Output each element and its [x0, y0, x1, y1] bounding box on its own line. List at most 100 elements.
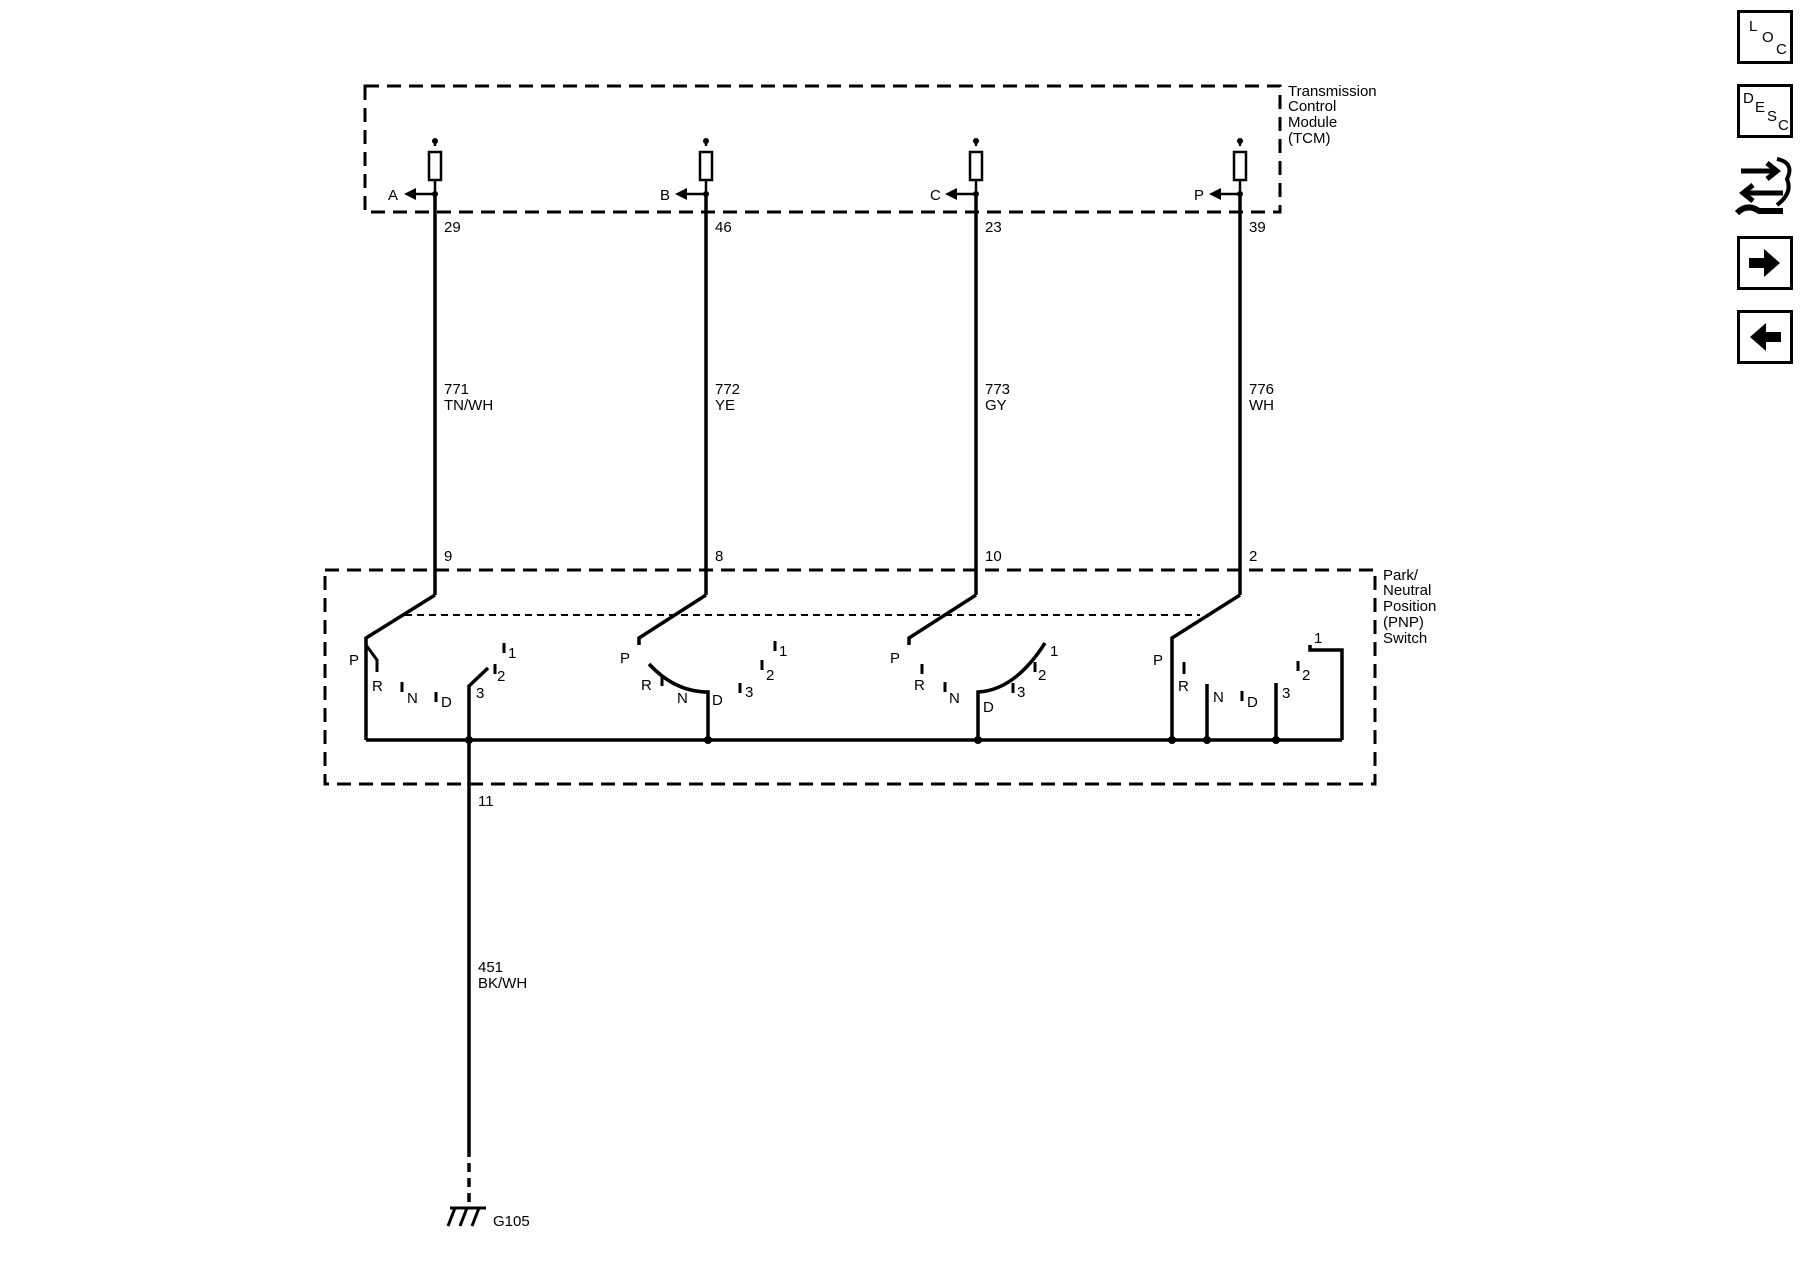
circuit-number: 771: [444, 381, 469, 398]
tcm-pin: 23: [985, 219, 1002, 236]
ground-circuit: 11 451 BK/WH G105: [446, 740, 530, 1230]
ground-wire-color: BK/WH: [478, 975, 527, 992]
switch-pos-label: P: [1153, 652, 1163, 669]
description-button[interactable]: D E S C: [1737, 84, 1793, 138]
tcm-input-label: A: [388, 187, 398, 204]
circuit-a: A 29 771 TN/WH 9: [388, 138, 493, 595]
pnp-label-4: (PNP): [1383, 614, 1424, 631]
circuit-b: B 46 772 YE 8: [660, 138, 740, 595]
pnp-pin: 8: [715, 548, 723, 565]
tcm-pin: 39: [1249, 219, 1266, 236]
switch-pos-label: 3: [745, 684, 753, 701]
pnp-pin: 2: [1249, 548, 1257, 565]
tcm-label-2: Control: [1288, 98, 1336, 115]
tcm-label-1: Transmission: [1288, 83, 1377, 100]
pnp-label-2: Neutral: [1383, 582, 1431, 599]
pnp-label-1: Park/: [1383, 567, 1419, 584]
input-arrow-icon: [675, 188, 687, 200]
switch-pos-label: D: [712, 692, 723, 709]
tcm-label-3: Module: [1288, 114, 1337, 131]
loc-letter-c: C: [1776, 41, 1787, 58]
switch-pos-label: R: [1178, 678, 1189, 695]
pnp-pin: 9: [444, 548, 452, 565]
next-page-button[interactable]: [1737, 236, 1793, 290]
switch-section-3: P R N D 3 2 1: [890, 593, 1058, 740]
switch-pos-label: N: [677, 690, 688, 707]
ground-id: G105: [493, 1213, 530, 1230]
junction-dot: [1168, 736, 1176, 744]
switch-section-4: P R N D 3 2 1: [1153, 593, 1344, 740]
pnp-label-3: Position: [1383, 598, 1436, 615]
circuit-number: 776: [1249, 381, 1274, 398]
switch-pos-label: N: [407, 690, 418, 707]
loc-letter-o: O: [1762, 29, 1774, 46]
ground-icon: [446, 1206, 486, 1227]
schematic-cycle-icon[interactable]: [1733, 153, 1797, 221]
pnp-box: [323, 568, 1377, 786]
ground-pnp-pin: 11: [478, 793, 494, 810]
junction-dot: [1203, 736, 1211, 744]
circuit-number: 772: [715, 381, 740, 398]
switch-pos-label: P: [620, 650, 630, 667]
arrow-right-icon: [1749, 249, 1780, 277]
circuit-number: 773: [985, 381, 1010, 398]
switch-pos-label: N: [1213, 689, 1224, 706]
circuit-c: C 23 773 GY 10: [930, 138, 1010, 595]
input-arrow-icon: [404, 188, 416, 200]
switch-pos-label: 2: [766, 667, 774, 684]
switch-pos-label: 3: [1017, 684, 1025, 701]
pnp-label-5: Switch: [1383, 630, 1427, 647]
tcm-input-label: B: [660, 187, 670, 204]
desc-letter-c: C: [1778, 117, 1789, 134]
wire-color: WH: [1249, 397, 1274, 414]
previous-page-button[interactable]: [1737, 310, 1793, 364]
switch-pos-label: R: [641, 677, 652, 694]
switch-pos-label: 3: [476, 685, 484, 702]
switch-pos-label: 3: [1282, 685, 1290, 702]
input-arrow-icon: [945, 188, 957, 200]
location-button[interactable]: L O C: [1737, 10, 1793, 64]
switch-pos-label: 1: [508, 645, 516, 662]
desc-letter-d: D: [1743, 90, 1754, 107]
desc-letter-e: E: [1755, 99, 1766, 116]
wire-color: YE: [715, 397, 735, 414]
tcm-box: [363, 84, 1282, 214]
junction-dot: [704, 736, 712, 744]
tcm-label-4: (TCM): [1288, 130, 1330, 147]
pullup-resistor-icon: [968, 150, 984, 182]
wire-color: GY: [985, 397, 1007, 414]
desc-letter-s: S: [1767, 108, 1778, 125]
switch-pos-label: D: [441, 694, 452, 711]
loc-letter-l: L: [1749, 18, 1758, 35]
switch-pos-label: 1: [779, 643, 787, 660]
switch-section-1: P R N D 3 2 1: [349, 593, 516, 740]
switch-pos-label: 2: [1302, 667, 1310, 684]
switch-pos-label: N: [949, 690, 960, 707]
switch-section-2: P R N D 3 2 1: [620, 593, 787, 740]
input-arrow-icon: [1209, 188, 1221, 200]
junction-dot: [1272, 736, 1280, 744]
arrow-left-icon: [1750, 323, 1781, 351]
tcm-input-label: C: [930, 187, 941, 204]
tcm-pin: 29: [444, 219, 461, 236]
ground-circuit-number: 451: [478, 959, 503, 976]
tcm-input-label: P: [1194, 187, 1204, 204]
junction-dot: [974, 736, 982, 744]
pnp-pin: 10: [985, 548, 1002, 565]
wire-color: TN/WH: [444, 397, 493, 414]
switch-pos-label: 2: [497, 668, 505, 685]
circuit-p: P 39 776 WH 2: [1194, 138, 1274, 595]
pullup-resistor-icon: [1232, 150, 1248, 182]
switch-pos-label: D: [983, 699, 994, 716]
tcm-pin: 46: [715, 219, 732, 236]
switch-pos-label: P: [349, 652, 359, 669]
switch-pos-label: P: [890, 650, 900, 667]
switch-pos-label: 1: [1314, 630, 1322, 647]
switch-pos-label: R: [914, 677, 925, 694]
switch-pos-label: R: [372, 678, 383, 695]
switch-pos-label: 1: [1050, 643, 1058, 660]
switch-pos-label: D: [1247, 694, 1258, 711]
pullup-resistor-icon: [427, 150, 443, 182]
switch-pos-label: 2: [1038, 667, 1046, 684]
